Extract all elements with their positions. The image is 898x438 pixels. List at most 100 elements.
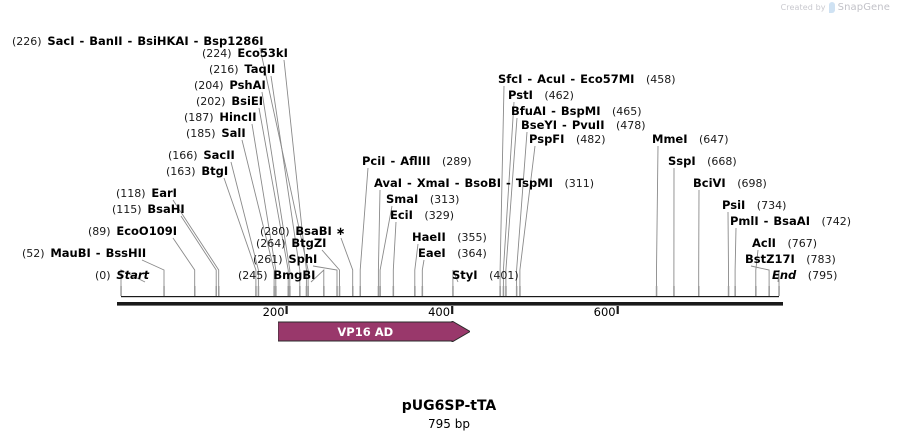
enzyme-names-taqii: TaqII — [244, 62, 275, 76]
enzyme-position-psti: (462) — [544, 89, 574, 102]
enzyme-label-smai[interactable]: SmaI (313) — [386, 193, 459, 206]
enzyme-position-saci: (226) — [12, 35, 42, 48]
enzyme-name: SfcI — [498, 72, 523, 86]
enzyme-label-bstz17i[interactable]: BstZ17I (783) — [745, 253, 836, 266]
enzyme-name: StyI — [452, 268, 478, 282]
enzyme-label-btgzi[interactable]: (264) BtgZI — [256, 237, 326, 250]
enzyme-label-end[interactable]: End (795) — [772, 269, 837, 282]
enzyme-names-haeii: HaeII — [412, 230, 446, 244]
enzyme-label-eco53ki[interactable]: (224) Eco53kI — [202, 47, 288, 60]
enzyme-label-pspfi[interactable]: PspFI (482) — [529, 133, 606, 146]
enzyme-name-separator: - — [75, 34, 89, 48]
enzyme-position-pcii: (289) — [442, 155, 472, 168]
enzyme-position-eari: (118) — [116, 187, 146, 200]
enzyme-label-eaei[interactable]: EaeI (364) — [418, 247, 487, 260]
site-tick-taqii — [299, 286, 301, 296]
enzyme-position-sacii: (166) — [168, 149, 198, 162]
enzyme-position-ecii: (329) — [424, 209, 454, 222]
site-tick-eco53ki — [305, 286, 308, 296]
enzyme-names-sphi: SphI — [288, 252, 317, 266]
enzyme-label-pmli[interactable]: PmlI - BsaAI (742) — [730, 215, 851, 228]
site-tick-sspi — [673, 286, 675, 296]
enzyme-names-mmei: MmeI — [652, 132, 688, 146]
enzyme-label-bsahi[interactable]: (115) BsaHI — [112, 203, 185, 216]
enzyme-name: EaeI — [418, 246, 446, 260]
enzyme-label-mmei[interactable]: MmeI (647) — [652, 133, 729, 146]
enzyme-label-pshai[interactable]: (204) PshAI — [194, 79, 266, 92]
enzyme-label-hincii[interactable]: (187) HincII — [184, 111, 256, 124]
enzyme-label-bseyi[interactable]: BseYI - PvuII (478) — [521, 119, 646, 132]
enzyme-position-bsahi: (115) — [112, 203, 142, 216]
enzyme-label-sali[interactable]: (185) SalI — [186, 127, 246, 140]
enzyme-names-bsiei: BsiEI — [231, 94, 263, 108]
enzyme-names-ecii: EciI — [390, 208, 413, 222]
site-tick-bsabi — [352, 286, 354, 296]
ruler-tick-label-400: 400 — [428, 305, 451, 319]
enzyme-name: MmeI — [652, 132, 688, 146]
enzyme-label-start[interactable]: (0) Start — [95, 269, 149, 282]
enzyme-name: BsoBI — [464, 176, 502, 190]
enzyme-names-bstz17i: BstZ17I — [745, 252, 795, 266]
enzyme-label-eari[interactable]: (118) EarI — [116, 187, 177, 200]
ruler-thin-line — [121, 296, 779, 298]
enzyme-label-ecoo109i[interactable]: (89) EcoO109I — [88, 225, 177, 238]
enzyme-position-avai: (311) — [564, 177, 595, 190]
enzyme-label-avai[interactable]: AvaI - XmaI - BsoBI - TspMI (311) — [374, 177, 594, 190]
enzyme-name-separator: - — [386, 154, 400, 168]
enzyme-name-separator: - — [91, 246, 105, 260]
enzyme-label-bsiei[interactable]: (202) BsiEI — [196, 95, 263, 108]
enzyme-label-sphi[interactable]: (261) SphI — [253, 253, 317, 266]
watermark-prefix: Created by — [780, 3, 826, 12]
enzyme-names-eco53ki: Eco53kI — [237, 46, 288, 60]
enzyme-name: SalI — [221, 126, 246, 140]
enzyme-label-styi[interactable]: StyI (401) — [452, 269, 519, 282]
enzyme-position-styi: (401) — [489, 269, 519, 282]
enzyme-label-taqii[interactable]: (216) TaqII — [209, 63, 275, 76]
enzyme-name-separator: - — [759, 214, 773, 228]
site-tick-start — [120, 286, 122, 296]
leader-line-btgzi — [321, 249, 340, 296]
enzyme-label-pcii[interactable]: PciI - AflIII (289) — [362, 155, 472, 168]
enzyme-names-btgzi: BtgZI — [291, 236, 326, 250]
enzyme-label-psii[interactable]: PsiI (734) — [722, 199, 786, 212]
leader-line-bsahi — [180, 215, 217, 296]
enzyme-name: End — [772, 268, 797, 282]
enzyme-label-bsabi[interactable]: (280) BsaBI ∗ — [260, 225, 345, 238]
enzyme-label-sacii[interactable]: (166) SacII — [168, 149, 235, 162]
site-tick-acli — [755, 286, 757, 296]
enzyme-name-separator: - — [450, 176, 464, 190]
enzyme-position-psii: (734) — [756, 199, 787, 212]
enzyme-label-ecii[interactable]: EciI (329) — [390, 209, 454, 222]
site-tick-smai — [379, 286, 381, 296]
site-tick-ecoo109i — [194, 286, 196, 296]
enzyme-label-haeii[interactable]: HaeII (355) — [412, 231, 487, 244]
site-tick-pcii — [359, 286, 361, 296]
enzyme-label-psti[interactable]: PstI (462) — [508, 89, 574, 102]
enzyme-label-bmgbi[interactable]: (245) BmgBI — [238, 269, 315, 282]
enzyme-name: BciVI — [693, 176, 726, 190]
enzyme-position-sspi: (668) — [707, 155, 737, 168]
enzyme-names-bseyi: BseYI - PvuII — [521, 118, 604, 132]
leader-line-psii — [727, 211, 729, 296]
enzyme-label-bcivi[interactable]: BciVI (698) — [693, 177, 767, 190]
enzyme-names-end: End — [772, 268, 796, 282]
enzyme-name: SphI — [288, 252, 318, 266]
enzyme-label-sspi[interactable]: SspI (668) — [668, 155, 737, 168]
enzyme-label-sfci[interactable]: SfcI - AcuI - Eco57MI (458) — [498, 73, 676, 86]
enzyme-name: BmgBI — [273, 268, 316, 282]
site-tick-sacii — [257, 286, 260, 296]
enzyme-label-saci[interactable]: (226) SacI - BanII - BsiHKAI - Bsp1286I — [12, 35, 264, 48]
enzyme-label-btgi[interactable]: (163) BtgI — [166, 165, 228, 178]
feature-vp16-ad[interactable]: VP16 AD — [277, 320, 472, 343]
enzyme-name: MauBI — [50, 246, 91, 260]
enzyme-label-acli[interactable]: AclI (767) — [752, 237, 817, 250]
site-tick-bfuai — [505, 286, 507, 296]
enzyme-position-taqii: (216) — [209, 63, 239, 76]
leader-line-sfci — [499, 85, 505, 296]
enzyme-position-btgi: (163) — [166, 165, 196, 178]
site-tick-mmei — [655, 286, 658, 296]
enzyme-label-bfuai[interactable]: BfuAI - BspMI (465) — [511, 105, 642, 118]
enzyme-name-separator: - — [558, 118, 571, 132]
enzyme-label-maubi[interactable]: (52) MauBI - BssHII — [22, 247, 146, 260]
site-tick-eari — [218, 286, 220, 296]
